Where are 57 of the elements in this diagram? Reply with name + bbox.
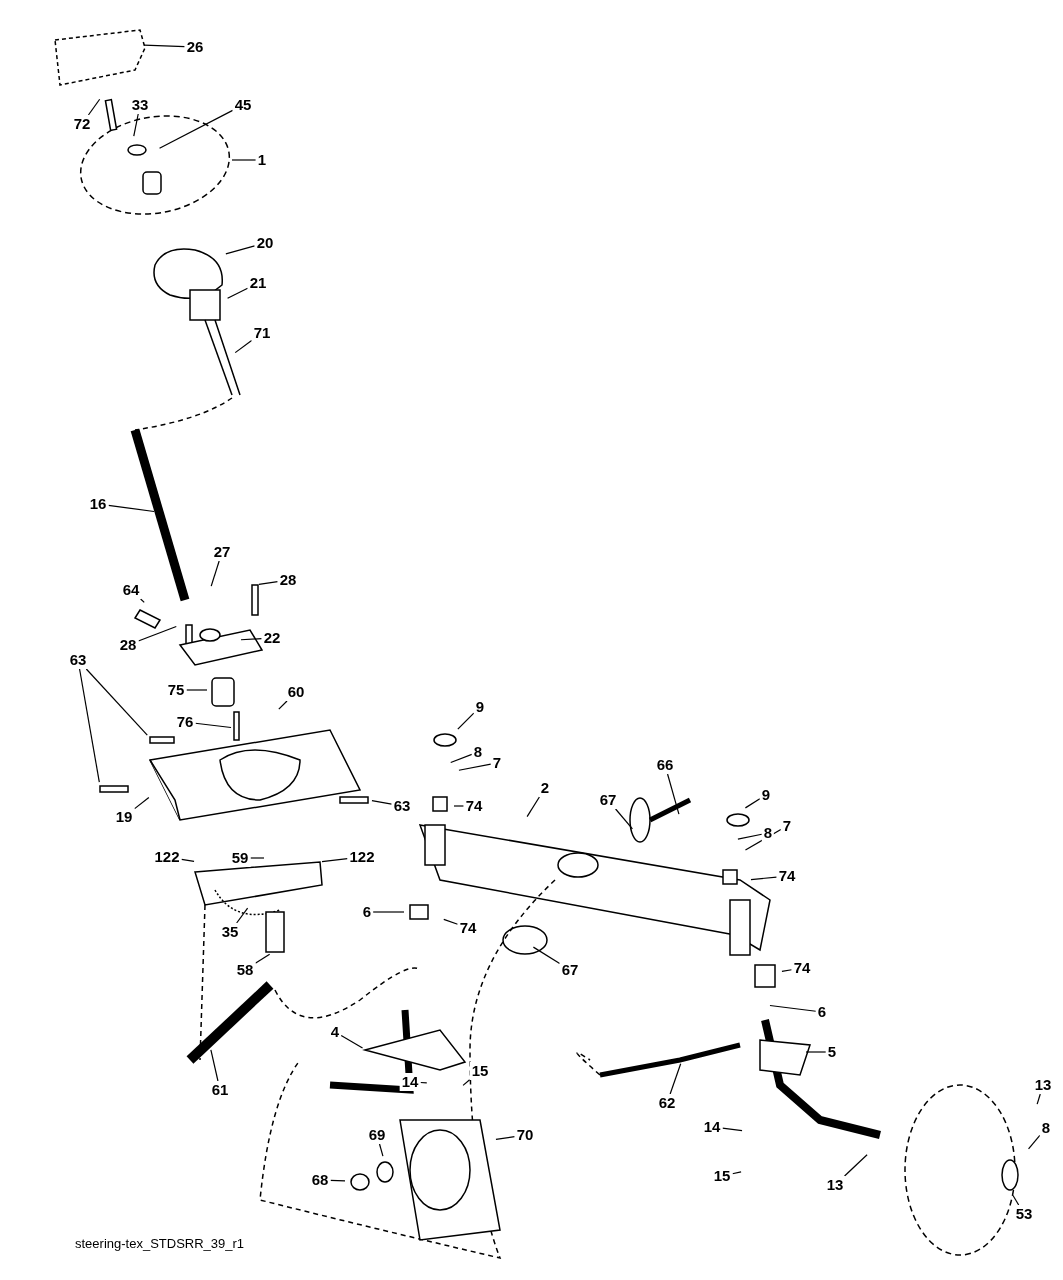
leader-line xyxy=(372,911,405,913)
leader-line xyxy=(669,1063,682,1095)
leader-line xyxy=(419,1081,428,1084)
leader-line xyxy=(666,773,680,815)
leader-line xyxy=(231,159,257,161)
leader-line xyxy=(443,918,459,925)
leader-line xyxy=(769,1004,817,1012)
leader-line xyxy=(78,668,100,783)
leader-line xyxy=(721,1127,743,1132)
leader-line xyxy=(457,712,475,730)
leader-line xyxy=(85,668,148,736)
leader-line xyxy=(462,1079,471,1086)
leader-line xyxy=(532,946,561,965)
caption: steering-tex_STDSRR_39_r1 xyxy=(75,1236,245,1251)
leader-line xyxy=(210,1049,219,1082)
leader-line xyxy=(254,953,271,964)
leader-line xyxy=(458,763,492,771)
leader-line xyxy=(225,245,256,255)
leader-line xyxy=(236,907,249,924)
leader-line xyxy=(615,808,633,830)
leader-line xyxy=(450,753,473,764)
leader-line xyxy=(1012,1194,1020,1206)
leader-line xyxy=(1036,1093,1041,1105)
leader-line xyxy=(731,1171,742,1175)
leader-line xyxy=(194,722,232,729)
leader-line xyxy=(140,598,145,603)
leader-line xyxy=(378,1143,384,1157)
leader-line xyxy=(526,796,540,818)
leader-line xyxy=(744,798,761,809)
leader-line xyxy=(227,287,249,299)
leader-line xyxy=(340,1035,364,1049)
leader-line xyxy=(805,1051,827,1053)
leader-line xyxy=(133,113,139,137)
leader-line xyxy=(87,98,101,116)
leader-line xyxy=(133,796,150,810)
callout-number: 15 xyxy=(469,1062,491,1080)
leader-line xyxy=(843,1154,868,1177)
leader-line xyxy=(453,805,465,807)
leader-line xyxy=(107,504,155,513)
callout-number: 14 xyxy=(399,1073,421,1091)
leader-line xyxy=(210,560,220,587)
leader-line xyxy=(781,969,793,972)
leader-line xyxy=(321,858,349,863)
leader-line xyxy=(240,638,263,641)
leader-line xyxy=(750,876,778,881)
leader-line xyxy=(1027,1134,1041,1150)
leader-line xyxy=(143,44,186,48)
leader-line xyxy=(234,340,253,354)
leader-line xyxy=(137,625,177,642)
leader-line xyxy=(371,800,393,805)
leader-line xyxy=(180,858,195,862)
leader-line xyxy=(258,580,279,585)
leader-line xyxy=(495,1135,516,1140)
leader-line xyxy=(249,857,265,859)
leader-line xyxy=(737,833,763,840)
leader-line xyxy=(158,109,234,149)
leader-line xyxy=(185,689,208,691)
